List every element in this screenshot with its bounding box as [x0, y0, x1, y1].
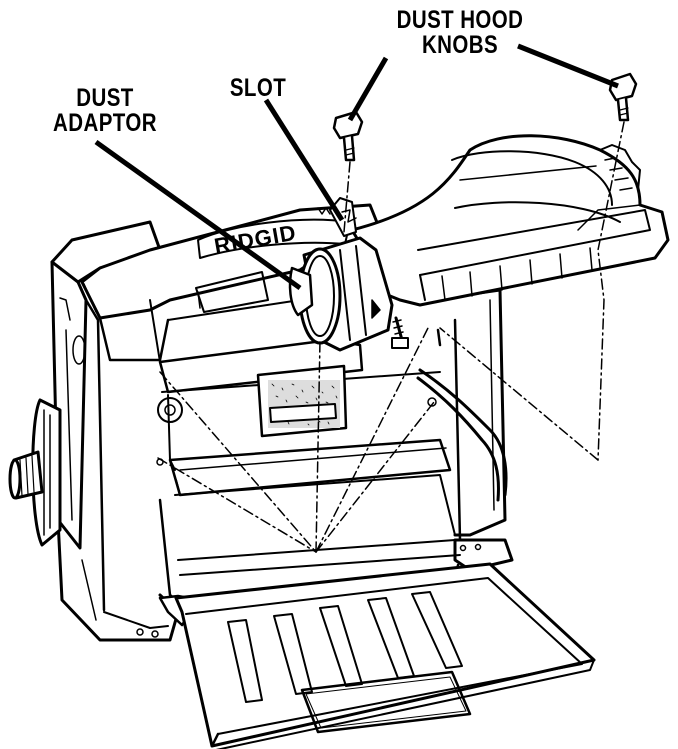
dust-adaptor	[288, 197, 394, 352]
assembly-guide-lines	[157, 121, 625, 553]
dust-hood-knobs-label: DUST HOOD KNOBS	[370, 8, 550, 58]
dust-adaptor-label: DUST ADAPTOR	[35, 86, 174, 136]
dust-hood	[350, 134, 670, 307]
dust-hood-knob-left	[332, 110, 364, 162]
cutterhead-area	[156, 338, 452, 497]
dust-hood-knobs-label-line1: DUST HOOD	[396, 6, 524, 34]
dust-hood-knobs-label-line2: KNOBS	[421, 31, 499, 59]
callout-leaders	[94, 43, 619, 291]
slot-label: SLOT	[229, 74, 287, 102]
infeed-table	[158, 562, 596, 749]
threaded-studs	[391, 316, 442, 349]
height-crank-knob	[8, 398, 62, 547]
dust-adaptor-label-line2: ADAPTOR	[53, 109, 157, 137]
dust-adaptor-label-line1: DUST	[76, 84, 134, 112]
planer-body-right	[416, 288, 514, 572]
dust-hood-knob-right	[608, 72, 638, 122]
